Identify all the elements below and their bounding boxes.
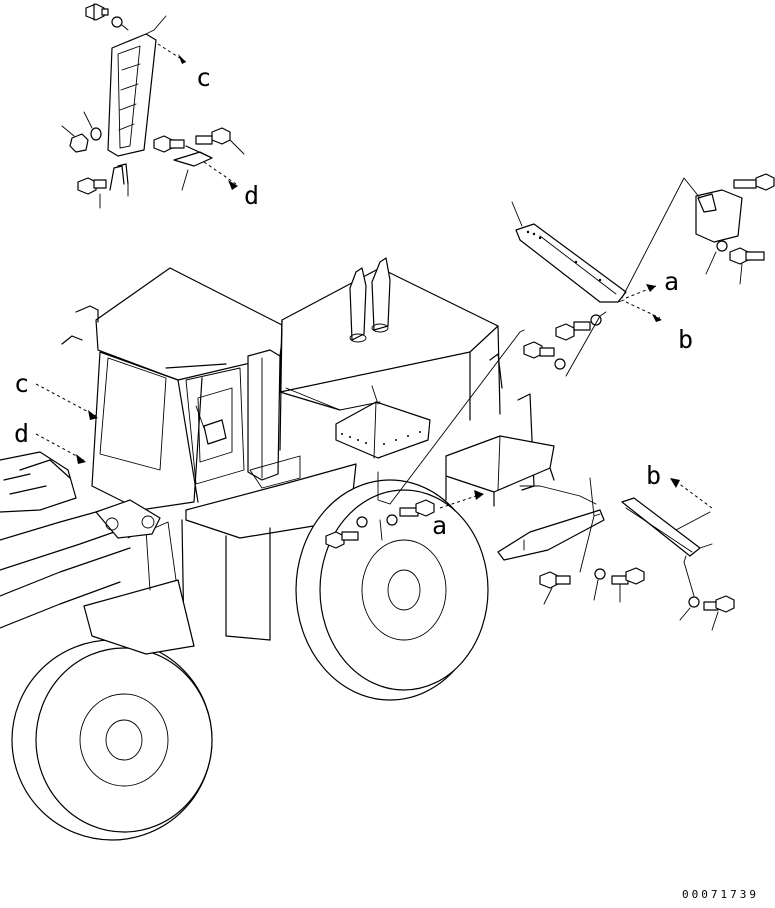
bracket-small	[697, 193, 717, 213]
washer-top	[111, 16, 123, 28]
washer-br-2	[688, 596, 700, 608]
bolt-right-top	[733, 173, 775, 191]
bolt-right	[195, 127, 245, 155]
leader-c-left	[35, 383, 97, 417]
mounting-bracket	[515, 223, 627, 303]
arrowhead-a-right	[646, 284, 656, 292]
washer-br	[594, 568, 606, 580]
callout-a-bottom: a	[432, 511, 447, 540]
arrowhead-d-left	[76, 454, 86, 464]
front-fender	[83, 521, 195, 655]
bolt-top	[85, 3, 109, 21]
nut-left	[69, 133, 89, 153]
exhaust-stacks	[349, 257, 391, 343]
callout-a-right: a	[664, 267, 679, 296]
u-bracket	[109, 163, 129, 197]
rear-pillar	[247, 349, 301, 489]
leader-washer	[565, 311, 607, 377]
central-leaders	[285, 329, 525, 541]
callout-d-top: d	[244, 181, 259, 210]
angle-bar	[621, 497, 701, 557]
front-tire	[11, 639, 213, 841]
bolt-bc-1	[325, 516, 368, 549]
leader-br-a	[579, 513, 601, 573]
bolt-right-bottom	[729, 247, 765, 285]
leader-rear-step	[519, 485, 597, 505]
arrowhead-d-top	[228, 180, 238, 190]
bolt-middle	[153, 135, 185, 153]
callout-d-left: d	[14, 419, 29, 448]
leader-d-top	[203, 161, 237, 185]
arrowhead-b-bottom	[670, 478, 680, 488]
rear-tire	[295, 479, 489, 701]
mirror	[203, 419, 227, 445]
callout-c-left: c	[14, 369, 29, 398]
arrowhead-c-top	[178, 54, 186, 64]
step-assembly-top-left: c	[61, 3, 259, 210]
main-frame	[181, 463, 357, 641]
operator-cab	[61, 267, 285, 511]
engine-hood	[279, 257, 535, 491]
bracket-assembly-top-right: a b	[511, 173, 775, 377]
callout-c-top: c	[196, 63, 211, 92]
bolt-br-3	[703, 595, 735, 613]
leader-b-bottom	[673, 479, 713, 509]
tool-box	[335, 401, 431, 459]
leader-a-bottom	[439, 493, 483, 509]
lift-arm	[0, 451, 161, 629]
step-plate	[497, 509, 605, 561]
leader-plate	[621, 177, 701, 299]
arrowhead-a-bottom	[474, 490, 484, 500]
arrowhead-b-right	[652, 314, 662, 322]
bolt-br-2	[611, 567, 645, 585]
callout-b-right: b	[678, 325, 693, 354]
washer-right	[716, 240, 728, 252]
bolt-mid-right	[555, 314, 602, 341]
leader-b-right	[625, 301, 661, 319]
step-bracket-bottom-right: b	[497, 461, 735, 631]
bolt-mid-lower	[523, 341, 566, 370]
step-ladder-plate	[107, 15, 167, 157]
callout-b-bottom: b	[646, 461, 661, 490]
washer-left	[90, 127, 102, 141]
clip-bracket	[173, 145, 213, 191]
arrowhead-c-left	[88, 410, 98, 420]
document-number: 00071739	[682, 888, 759, 901]
bolt-br-1	[539, 571, 571, 605]
bolts-bottom-center: a	[325, 490, 484, 549]
bolt-left	[77, 177, 107, 209]
bolt-bc-2	[386, 499, 435, 526]
counterweight	[445, 435, 555, 507]
wheel-loader-body	[0, 257, 555, 841]
leader-br-b	[683, 555, 695, 597]
